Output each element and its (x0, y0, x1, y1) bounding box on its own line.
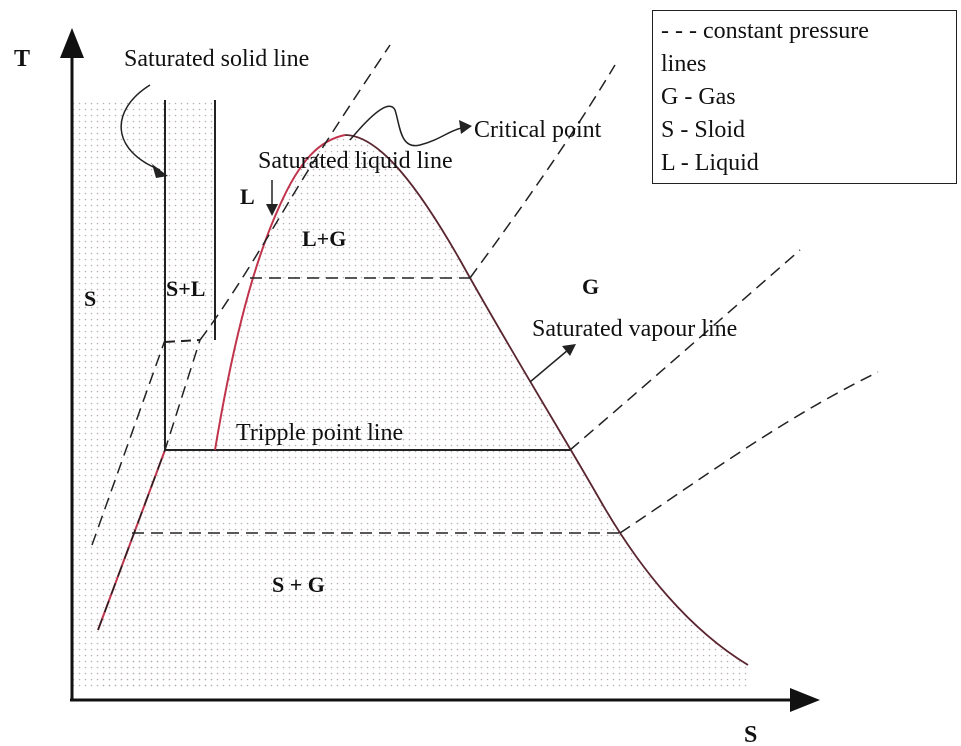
region-label-liquid: L (240, 184, 255, 209)
region-label-solid-liquid: S+L (166, 276, 205, 301)
critical-point-pointer (349, 105, 463, 147)
constant-pressure-line-1b (91, 339, 166, 546)
label-saturated-vapour-line: Saturated vapour line (532, 316, 737, 342)
liquid-pointer-head (266, 204, 278, 216)
saturated-solid-pointer-head (152, 164, 168, 178)
legend-line-5: L - Liquid (661, 150, 759, 176)
x-axis-arrow (790, 688, 820, 712)
label-critical-point: Critical point (474, 117, 602, 143)
saturated-vapour-pointer-head (562, 344, 576, 356)
legend-line-4: S - Sloid (661, 117, 746, 143)
legend-line-2: lines (661, 51, 707, 77)
constant-pressure-line-3b (469, 64, 616, 279)
critical-point-pointer-head (459, 120, 472, 134)
constant-pressure-line-1 (97, 339, 201, 631)
region-label-liquid-gas: L+G (302, 226, 346, 251)
saturated-solid-pointer (120, 84, 161, 171)
legend-line-1: - - - constant pressure (661, 18, 869, 44)
label-triple-point-line: Tripple point line (236, 420, 403, 446)
legend: - - - constant pressure lines G - Gas S … (652, 10, 957, 184)
y-axis-label: T (14, 46, 30, 72)
saturated-liquid-curve (214, 134, 346, 451)
region-label-solid-gas: S + G (272, 572, 325, 597)
legend-line-3: G - Gas (661, 84, 736, 110)
region-label-gas: G (582, 274, 599, 299)
label-saturated-liquid-line: Saturated liquid line (258, 148, 453, 174)
sl-connector (164, 339, 201, 343)
region-label-solid: S (84, 286, 96, 311)
constant-pressure-line-5b (619, 371, 879, 534)
y-axis-arrow (60, 28, 84, 58)
constant-pressure-line-4 (569, 249, 801, 451)
label-saturated-solid-line: Saturated solid line (124, 46, 309, 72)
x-axis-label: S (744, 722, 757, 746)
saturated-vapour-pointer (529, 349, 569, 383)
saturated-vapour-curve (344, 134, 749, 666)
